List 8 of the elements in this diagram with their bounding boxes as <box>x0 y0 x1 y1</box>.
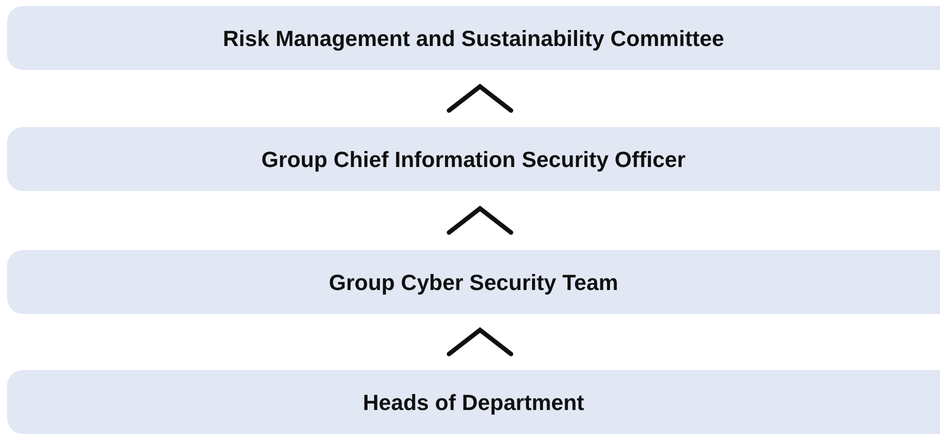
level-band <box>7 370 940 434</box>
level-title: Group Chief Information Security Officer <box>260 146 687 174</box>
level-title: Group Cyber Security Team <box>328 268 620 297</box>
level-title: Heads of Department <box>362 388 586 417</box>
level-title: Risk Management and Sustainability Committee <box>222 24 726 53</box>
level-band <box>7 250 940 314</box>
level-band <box>7 6 940 70</box>
level-band <box>7 127 940 191</box>
